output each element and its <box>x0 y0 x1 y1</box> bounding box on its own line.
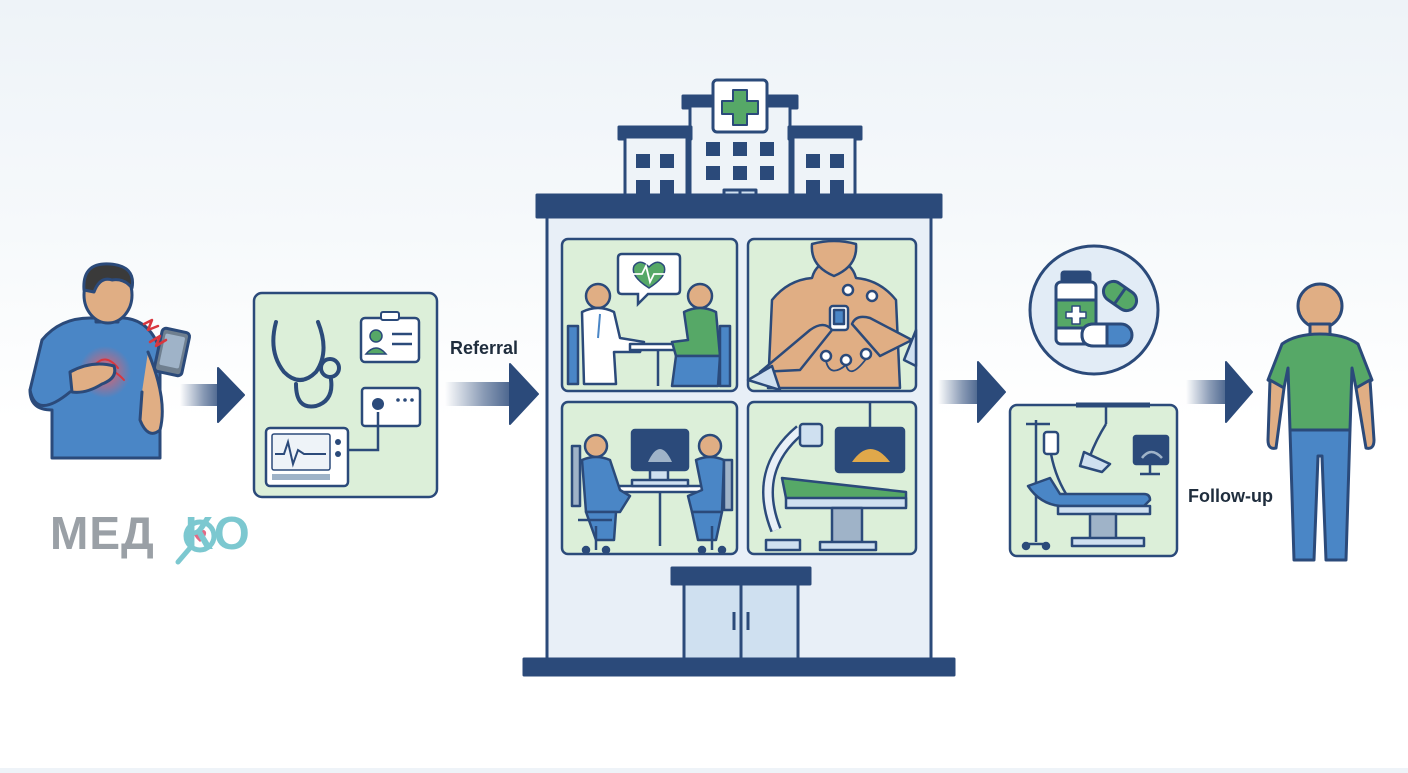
arrow-icon-3 <box>938 361 1006 423</box>
consultation-room <box>560 237 739 393</box>
id-card-icon <box>359 311 421 364</box>
heart-speech-bubble-icon <box>616 252 682 308</box>
primary-care-panel <box>252 291 439 499</box>
recovered-person-icon <box>1266 282 1376 562</box>
medoko-logo: МЕД КО <box>50 506 251 560</box>
logo-text-part1: МЕД <box>50 507 155 559</box>
logo-text-part2: КО <box>184 507 251 559</box>
cath-lab-icon <box>746 400 918 556</box>
medical-cross-icon <box>711 78 769 134</box>
patient-chest-pain-icon <box>28 262 192 460</box>
logo-heart-pin-icon <box>175 519 217 565</box>
ecg-electrodes-icon <box>746 237 918 393</box>
wall-outlet-icon <box>346 386 422 452</box>
ecg-monitor-icon <box>264 426 350 488</box>
treatment-room-icon <box>1008 402 1179 558</box>
pills-icon <box>1028 244 1160 376</box>
stethoscope-icon <box>271 320 341 409</box>
arrow-icon-4 <box>1186 361 1253 423</box>
arrow-icon-2 <box>445 363 539 425</box>
referral-label: Referral <box>450 338 519 358</box>
arrow-icon-1 <box>180 367 245 423</box>
ultrasound-screen-icon <box>560 400 739 556</box>
follow-up-label: Follow-up <box>1188 486 1273 506</box>
